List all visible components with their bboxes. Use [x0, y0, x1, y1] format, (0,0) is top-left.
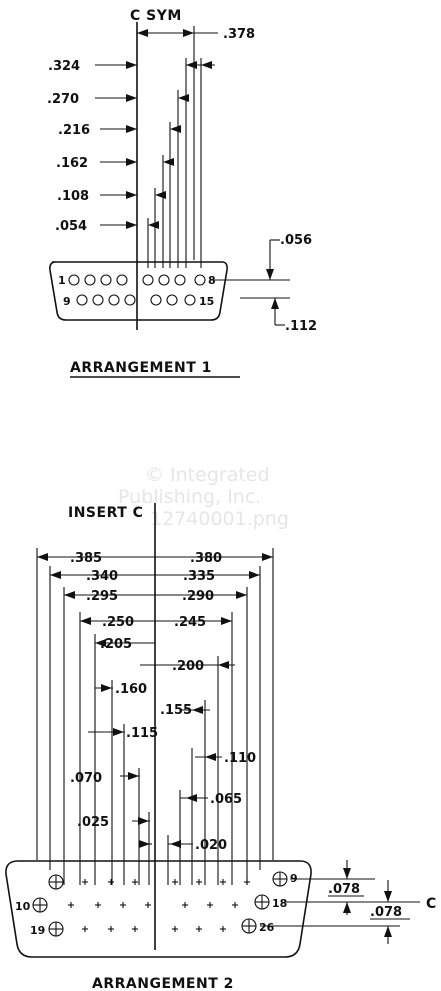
- a2-dim-025: .025: [77, 815, 109, 830]
- a2-row-spacing-dim-1: .078: [328, 882, 360, 897]
- a2-pin-10-label: 10: [15, 900, 31, 913]
- a1-dim-324: .324: [48, 59, 80, 74]
- a2-title: ARRANGEMENT 2: [92, 976, 234, 991]
- a1-title: ARRANGEMENT 1: [70, 360, 212, 376]
- watermark: © Integrated Publishing, Inc. 12740001.p…: [118, 464, 289, 530]
- a2-dim-020: .020: [195, 838, 227, 853]
- a1-row-spacing-dim: .056: [280, 233, 312, 248]
- a2-dim-340: .340: [86, 569, 118, 584]
- a2-dim-250: .250: [102, 615, 134, 630]
- arrangement-1: C SYM .378 .324 .270 .216 .162 .108 .054: [47, 8, 317, 378]
- a2-insert-label: INSERT C: [68, 505, 143, 521]
- a2-dim-380: .380: [190, 551, 222, 566]
- a1-sym-label: C SYM: [130, 8, 182, 24]
- a2-centerline-mark: C: [426, 896, 437, 912]
- a2-left-dims: .385 .340 .295 .250 .205 .160 .115 .070 …: [70, 551, 158, 830]
- a2-dim-110: .110: [224, 751, 256, 766]
- a1-dim-270: .270: [47, 92, 79, 107]
- a1-dim-162: .162: [56, 156, 88, 171]
- a2-dim-115: .115: [126, 726, 158, 741]
- a2-extension-lines: [36, 548, 274, 885]
- a2-dim-245: .245: [174, 615, 206, 630]
- a2-dim-155: .155: [160, 703, 192, 718]
- a2-pin-26-label: 26: [259, 921, 275, 934]
- a1-dim-108: .108: [57, 189, 89, 204]
- a1-row-offset-dim: .112: [285, 319, 317, 334]
- a2-pins-row-2: 10 18: [15, 894, 287, 913]
- watermark-line-3: 12740001.png: [150, 508, 289, 530]
- a2-dim-290: .290: [182, 589, 214, 604]
- watermark-line-1: © Integrated: [145, 464, 270, 486]
- a2-dim-160: .160: [115, 682, 147, 697]
- a1-dim-216: .216: [58, 123, 90, 138]
- a2-dim-295: .295: [86, 589, 118, 604]
- a1-overall-dim: .378: [223, 27, 255, 42]
- a1-dim-054: .054: [55, 219, 87, 234]
- a2-pins-row-1: 9: [48, 871, 298, 890]
- a1-pin-15-label: 15: [199, 295, 214, 308]
- a2-dim-385: .385: [70, 551, 102, 566]
- a1-pin-1-label: 1: [58, 274, 66, 287]
- a2-dim-065: .065: [210, 792, 242, 807]
- a1-pins-row-2: 9 15: [63, 294, 214, 308]
- arrangement-2: INSERT C .385 .340 .295 .250 .205 .160 .…: [5, 503, 437, 991]
- a1-pin-9-label: 9: [63, 295, 71, 308]
- a2-right-dims: .380 .335 .290 .245 .200 .155 .110 .065 …: [160, 551, 256, 853]
- a2-pins-row-3: 19 26: [30, 918, 275, 937]
- a2-pin-18-label: 18: [272, 897, 287, 910]
- a1-pitch-dims: .324 .270 .216 .162 .108 .054: [47, 58, 215, 268]
- a2-dim-335: .335: [183, 569, 215, 584]
- a2-connector-shell: [5, 860, 312, 958]
- a2-row-spacing-dim-2: .078: [370, 905, 402, 920]
- a2-dim-070: .070: [70, 771, 102, 786]
- a2-pin-19-label: 19: [30, 924, 45, 937]
- a2-row-spacing: .078 .078 C: [260, 860, 437, 944]
- watermark-line-2: Publishing, Inc.: [118, 486, 261, 508]
- a2-dim-200: .200: [172, 659, 204, 674]
- a1-connector-shell: [49, 261, 228, 321]
- a2-dim-205: .205: [100, 637, 132, 652]
